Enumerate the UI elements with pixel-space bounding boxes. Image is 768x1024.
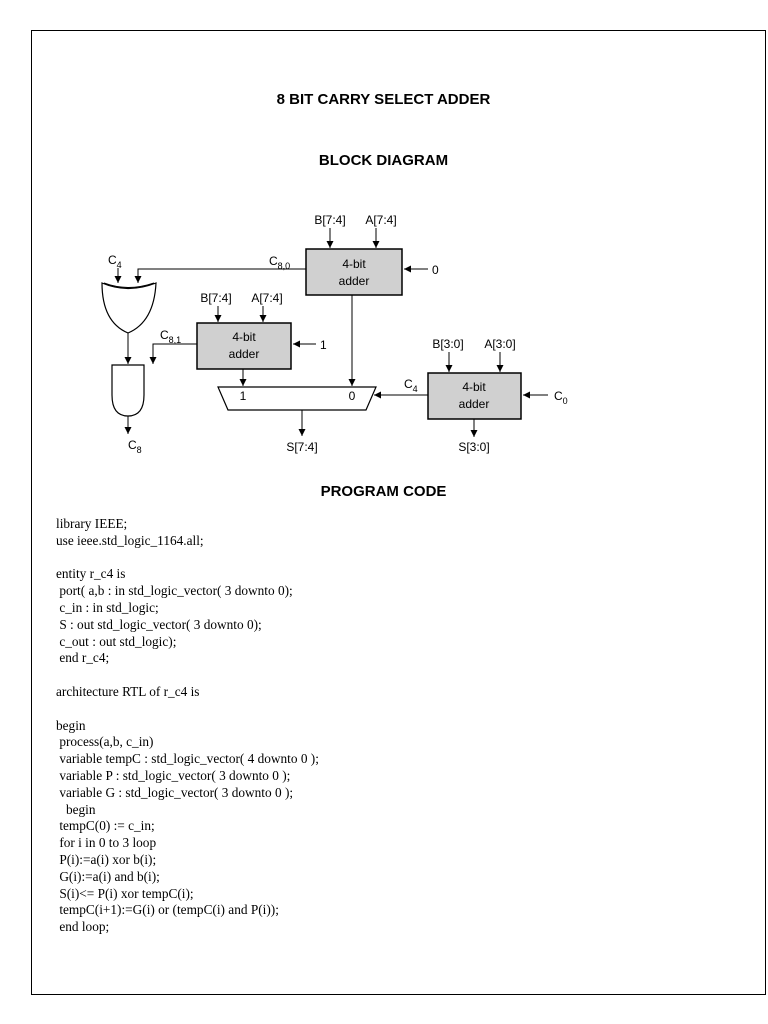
code-line: c_out : out std_logic);	[56, 633, 177, 649]
code-line: P(i):=a(i) xor b(i);	[56, 851, 157, 867]
block-diagram: 4-bit adder B[7:4] A[7:4] 0 C8,0 4-bit a…	[101, 213, 568, 455]
section-heading-program-code: PROGRAM CODE	[320, 483, 447, 500]
code-line: tempC(0) := c_in;	[56, 818, 155, 834]
adder-low-sum: S[3:0]	[458, 440, 489, 454]
code-line: architecture RTL of r_c4 is	[56, 683, 200, 699]
adder-mid-carry-out-label: C8,1	[160, 328, 181, 345]
adder-mid-box	[196, 322, 292, 370]
code-line: port( a,b : in std_logic_vector( 3 downt…	[56, 583, 293, 599]
adder-mid-input-a: A[7:4]	[251, 291, 282, 305]
code-line: tempC(i+1):=G(i) or (tempC(i) and P(i));	[56, 902, 279, 918]
code-line: begin	[56, 801, 96, 817]
adder-top: 4-bit adder B[7:4] A[7:4] 0 C8,0	[269, 213, 439, 296]
adder-low-input-a: A[3:0]	[484, 337, 515, 351]
code-line	[56, 550, 716, 567]
code-line: G(i):=a(i) and b(i);	[56, 868, 160, 884]
or-gate-shape	[101, 282, 157, 334]
code-line: begin	[56, 717, 86, 733]
code-line: variable P : std_logic_vector( 3 downto …	[56, 767, 291, 783]
code-line: end r_c4;	[56, 650, 110, 666]
code-line: process(a,b, c_in)	[56, 734, 154, 750]
and-gate-shape	[111, 364, 145, 417]
document-title: 8 BIT CARRY SELECT ADDER	[276, 91, 491, 108]
code-line: S(i)<= P(i) xor tempC(i);	[56, 885, 194, 901]
adder-top-input-a: A[7:4]	[365, 213, 396, 227]
adder-low-box	[427, 372, 522, 420]
code-line: for i in 0 to 3 loop	[56, 835, 157, 851]
mux-input-0: 0	[349, 389, 356, 403]
mux-shape	[217, 386, 377, 411]
adder-low-label-1: 4-bit	[462, 380, 486, 394]
adder-top-carry-in: 0	[432, 263, 439, 277]
adder-top-label-2: adder	[339, 274, 370, 288]
code-line: entity r_c4 is	[56, 566, 126, 582]
adder-low: 4-bit adder B[3:0] A[3:0] C0 S[3:0] C4	[374, 337, 568, 454]
mux-input-1: 1	[240, 389, 247, 403]
code-line: library IEEE;	[56, 516, 128, 531]
adder-top-input-b: B[7:4]	[314, 213, 345, 227]
code-line: end loop;	[56, 919, 110, 935]
adder-low-label-2: adder	[459, 397, 490, 411]
adder-mid-carry-in: 1	[320, 338, 327, 352]
code-line: S : out std_logic_vector( 3 downto 0);	[56, 616, 262, 632]
c4-input-label: C4	[108, 253, 122, 270]
c8-output-label: C8	[128, 438, 142, 455]
code-line: variable G : std_logic_vector( 3 downto …	[56, 784, 294, 800]
adder-mid-label-2: adder	[229, 347, 260, 361]
adder-top-label-1: 4-bit	[342, 257, 366, 271]
code-line: use ieee.std_logic_1164.all;	[56, 532, 204, 548]
adder-top-box	[305, 248, 403, 296]
adder-low-carry-in: C0	[554, 389, 568, 406]
adder-top-carry-out-label: C8,0	[269, 254, 290, 271]
page-border	[31, 30, 766, 995]
program-code-block: library IEEE;use ieee.std_logic_1164.all…	[56, 516, 716, 936]
code-line	[56, 701, 716, 718]
carry-logic: C4 C8	[101, 253, 306, 455]
code-line: c_in : in std_logic;	[56, 599, 159, 615]
adder-low-input-b: B[3:0]	[432, 337, 463, 351]
mux: 1 0 S[7:4]	[217, 295, 377, 454]
adder-mid-label-1: 4-bit	[232, 330, 256, 344]
adder-mid: 4-bit adder B[7:4] A[7:4] 1 C8,1	[160, 291, 327, 370]
section-heading-block-diagram: BLOCK DIAGRAM	[318, 152, 449, 169]
mux-output: S[7:4]	[286, 440, 317, 454]
code-line	[56, 667, 716, 684]
adder-mid-input-b: B[7:4]	[200, 291, 231, 305]
adder-low-carry-out-label: C4	[404, 377, 418, 394]
code-line: variable tempC : std_logic_vector( 4 dow…	[56, 751, 319, 767]
